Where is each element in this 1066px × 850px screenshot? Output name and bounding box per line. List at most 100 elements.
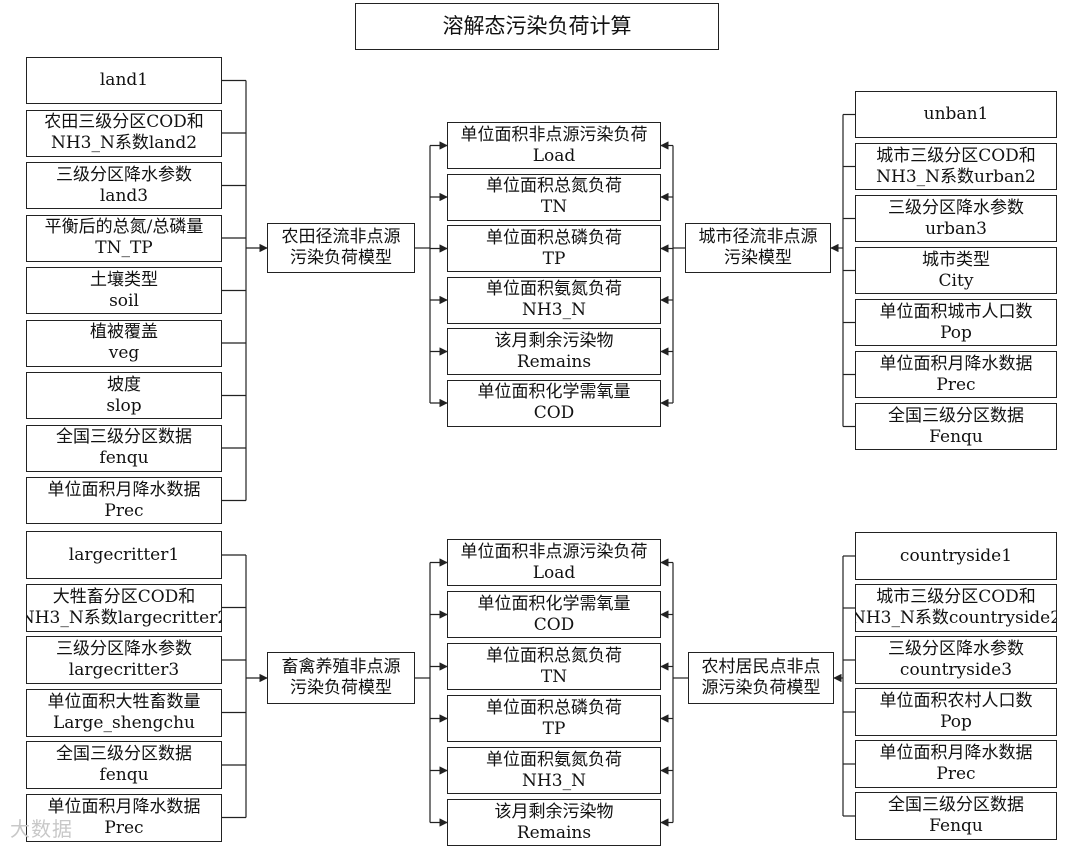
bottom-right-input-2-line1: 城市三级分区COD和 [876, 587, 1036, 608]
top-right-model-line2: 污染模型 [724, 248, 792, 268]
top-right-input-2-line1: 城市三级分区COD和 [876, 145, 1036, 166]
top-output-3-line2: TP [542, 248, 566, 269]
bottom-output-6-line1: 该月剩余污染物 [494, 801, 614, 822]
bottom-right-input-3-line2: countryside3 [899, 660, 1013, 680]
bottom-left-input-6-line1: 单位面积月降水数据 [47, 796, 201, 817]
top-output-5-line1: 该月剩余污染物 [494, 330, 614, 351]
watermark-text: 大数据 [10, 817, 73, 841]
top-left-input-5-line1: 土壤类型 [90, 269, 158, 290]
top-right-input-3-line1: 三级分区降水参数 [888, 197, 1024, 218]
top-right-input-6-line2: Prec [936, 374, 976, 395]
bottom-left-input-3-line1: 三级分区降水参数 [56, 639, 192, 660]
diagram-title: 溶解态污染负荷计算 [355, 3, 719, 50]
bottom-right-model-line2: 源污染负荷模型 [701, 678, 821, 698]
top-left-model-line2: 污染负荷模型 [290, 248, 392, 268]
bottom-left-model-line1: 畜禽养殖非点源 [281, 657, 401, 678]
top-output-4-line2: NH3_N [522, 300, 586, 320]
top-output-1-line2: Load [532, 145, 576, 166]
top-left-input-4-line2: TN_TP [95, 238, 153, 258]
top-right-input-1-line1: unban1 [923, 104, 989, 125]
bottom-left-model-line2: 污染负荷模型 [290, 678, 392, 698]
top-right-input-7-line2: Fenqu [929, 426, 983, 447]
top-left-input-4-line1: 平衡后的总氮/总磷量 [44, 217, 204, 238]
top-right-input-3-line2: urban3 [925, 218, 987, 239]
bottom-left-input-5-line2: fenqu [99, 765, 149, 785]
top-right-input-7-line1: 全国三级分区数据 [888, 405, 1024, 426]
bottom-output-6-line2: Remains [516, 822, 592, 843]
bottom-output-1-line1: 单位面积非点源污染负荷 [460, 541, 648, 562]
bottom-right-input-5-line2: Prec [936, 764, 976, 784]
top-left-input-3-line1: 三级分区降水参数 [56, 164, 192, 185]
bottom-output-3-line1: 单位面积总氮负荷 [486, 645, 622, 666]
bottom-right-input-2-line2: NH3_N系数countryside2 [855, 608, 1057, 628]
top-left-input-6-line2: veg [108, 343, 140, 363]
top-output-3-line1: 单位面积总磷负荷 [486, 227, 622, 248]
top-left-input-8-line2: fenqu [99, 448, 149, 468]
bottom-output-2-line2: COD [533, 614, 575, 635]
top-right-model-line1: 城市径流非点源 [698, 227, 818, 248]
top-left-input-7-line1: 坡度 [107, 374, 141, 395]
diagram-title-line1: 溶解态污染负荷计算 [442, 13, 632, 38]
top-left-input-2-line1: 农田三级分区COD和 [44, 112, 204, 133]
top-left-input-7-line2: slop [106, 395, 142, 416]
top-left-input-5-line2: soil [109, 290, 139, 311]
top-left-input-2-line2: NH3_N系数land2 [50, 133, 198, 153]
top-right-input-2-line2: NH3_N系数urban2 [876, 166, 1036, 187]
bottom-left-input-5-line1: 全国三级分区数据 [56, 744, 192, 765]
bottom-right-input-3-line1: 三级分区降水参数 [888, 639, 1024, 660]
bottom-output-5-line1: 单位面积氨氮负荷 [486, 749, 622, 770]
bottom-output-4-line1: 单位面积总磷负荷 [486, 697, 622, 718]
top-left-input-9-line2: Prec [104, 500, 144, 521]
top-left-input-6-line1: 植被覆盖 [90, 322, 158, 343]
bottom-right-input-4-line2: Pop [940, 712, 972, 732]
top-right-input-6-line1: 单位面积月降水数据 [879, 353, 1033, 374]
top-left-input-9-line1: 单位面积月降水数据 [47, 479, 201, 500]
top-output-1-line1: 单位面积非点源污染负荷 [460, 124, 648, 145]
top-right-input-5-line2: Pop [940, 322, 972, 343]
top-left-input-3-line2: land3 [99, 185, 149, 206]
top-output-2-line1: 单位面积总氮负荷 [486, 176, 622, 197]
bottom-right-input-6-line2: Fenqu [929, 816, 983, 836]
top-left-input-1: land1 [26, 57, 222, 104]
bottom-right-input-5-line1: 单位面积月降水数据 [879, 743, 1033, 764]
bottom-left-input-1: largecritter1 [26, 531, 222, 579]
bottom-left-input-4-line2: Large_shengchu [53, 712, 195, 733]
bottom-right-model-line1: 农村居民点非点 [701, 657, 821, 678]
top-right-model: 城市径流非点源污染模型 [685, 223, 831, 273]
top-right-input-1: unban1 [855, 91, 1057, 138]
bottom-right-input-6-line1: 全国三级分区数据 [888, 795, 1024, 816]
bottom-output-5-line2: NH3_N [522, 770, 586, 791]
bottom-left-input-3-line2: largecritter3 [68, 660, 180, 680]
top-right-input-5-line1: 单位面积城市人口数 [879, 301, 1033, 322]
top-output-2-line2: TN [540, 197, 568, 217]
